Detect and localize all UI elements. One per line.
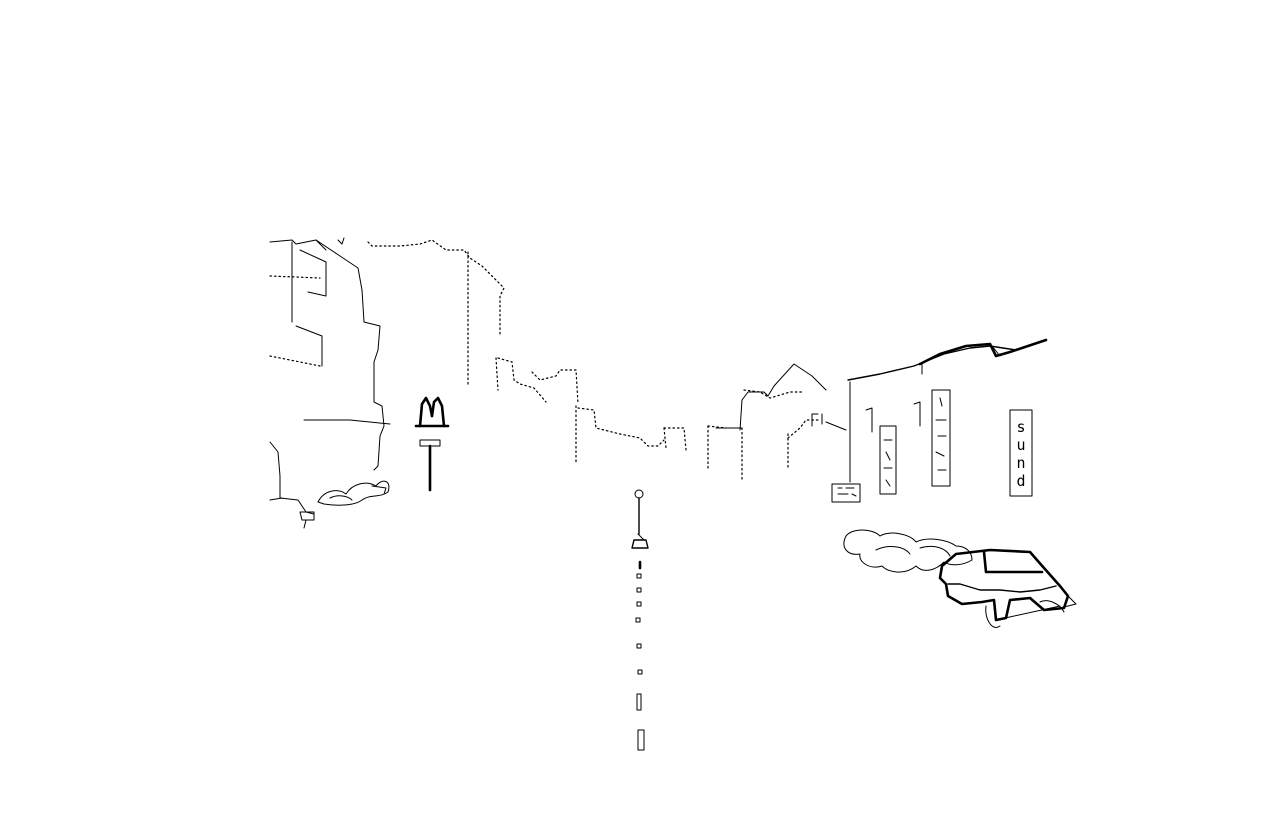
center-skyline [367, 239, 847, 483]
left-buildings [269, 237, 391, 529]
sign-letter: u [1016, 436, 1025, 454]
arches-sign [414, 396, 450, 492]
sign-letter: d [1016, 472, 1025, 490]
center-pole [631, 489, 649, 751]
car-and-bushes [843, 529, 1077, 628]
sign-letter: s [1016, 418, 1025, 436]
sign-letter: n [1016, 454, 1025, 472]
